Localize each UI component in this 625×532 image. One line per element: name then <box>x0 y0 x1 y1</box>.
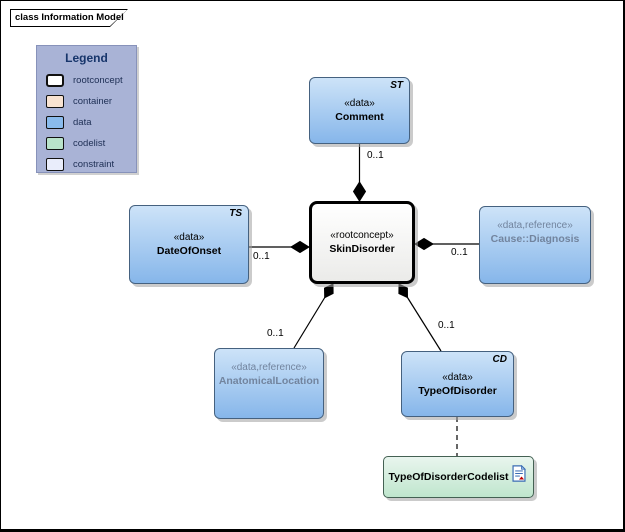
node-dateofonset[interactable]: TS «data» DateOfOnset <box>129 205 249 284</box>
node-name: SkinDisorder <box>329 243 395 255</box>
connector-skindisorder-typeofdisorder[interactable] <box>398 283 442 352</box>
multiplicity-label-causediagnosis: 0..1 <box>451 247 468 258</box>
frame-tab-face <box>11 10 127 26</box>
aggregation-diamond <box>398 283 409 299</box>
legend-label: container <box>73 96 113 107</box>
legend-label: rootconcept <box>73 75 123 86</box>
container-swatch <box>46 95 64 108</box>
type-code: TS <box>229 208 242 219</box>
legend-label: data <box>73 117 92 128</box>
codelist-swatch <box>46 137 64 150</box>
node-typeofdisordercodelist[interactable]: TypeOfDisorderCodelist <box>383 456 534 498</box>
node-comment[interactable]: ST «data» Comment <box>309 77 410 144</box>
stereotype-label: «data» <box>173 232 205 243</box>
stereotype-label: «data» <box>442 371 473 383</box>
stereotype-label: «rootconcept» <box>330 230 394 241</box>
data-swatch <box>46 116 64 129</box>
aggregation-diamond <box>352 181 367 202</box>
multiplicity-label-comment: 0..1 <box>367 150 384 161</box>
connector-skindisorder-causediagnosis[interactable] <box>414 237 479 251</box>
constraint-swatch <box>46 158 64 171</box>
node-typeofdisorder[interactable]: CD «data» TypeOfDisorder <box>401 351 514 417</box>
connector-skindisorder-anatomicallocation[interactable] <box>293 283 334 349</box>
legend-label: constraint <box>73 159 115 170</box>
stereotype-label: «data,reference» <box>231 362 307 373</box>
node-name: TypeOfDisorder <box>418 384 497 397</box>
legend-item-constraint: constraint <box>37 154 136 175</box>
multiplicity-label-dateofonset: 0..1 <box>253 251 270 262</box>
frame-tab <box>10 9 128 27</box>
rootconcept-swatch <box>46 74 64 87</box>
type-code: CD <box>492 354 507 365</box>
node-causediagnosis[interactable]: «data,reference» Cause::Diagnosis <box>479 206 591 284</box>
node-name: Comment <box>335 111 384 123</box>
document-icon <box>512 465 526 482</box>
stereotype-label: «data,reference» <box>497 220 573 231</box>
node-skindisorder[interactable]: «rootconcept» SkinDisorder <box>309 201 415 284</box>
type-code: ST <box>390 80 403 91</box>
node-name: DateOfOnset <box>156 245 222 257</box>
multiplicity-label-typeofdisorder: 0..1 <box>438 320 455 331</box>
legend-item-codelist: codelist <box>37 133 136 154</box>
stereotype-label: «data» <box>344 98 375 109</box>
aggregation-diamond <box>290 240 310 254</box>
node-name: TypeOfDisorderCodelist <box>388 471 509 483</box>
legend-title: Legend <box>65 51 108 65</box>
legend-item-container: container <box>37 91 136 112</box>
aggregation-diamond <box>414 237 434 251</box>
connector-comment-skindisorder[interactable] <box>352 144 367 202</box>
legend-item-rootconcept: rootconcept <box>37 70 136 91</box>
legend-box[interactable]: Legend rootconcept container data codeli… <box>36 45 137 173</box>
diagram-title: class Information Model <box>15 12 124 23</box>
multiplicity-label-anatomicallocation: 0..1 <box>267 328 284 339</box>
node-name: Cause::Diagnosis <box>490 233 580 245</box>
legend-item-data: data <box>37 112 136 133</box>
node-anatomicallocation[interactable]: «data,reference» AnatomicalLocation <box>214 348 324 419</box>
aggregation-diamond <box>323 283 334 299</box>
node-name: AnatomicalLocation <box>218 375 320 387</box>
legend-items: rootconcept container data codelist cons… <box>37 70 136 175</box>
legend-label: codelist <box>73 138 106 149</box>
